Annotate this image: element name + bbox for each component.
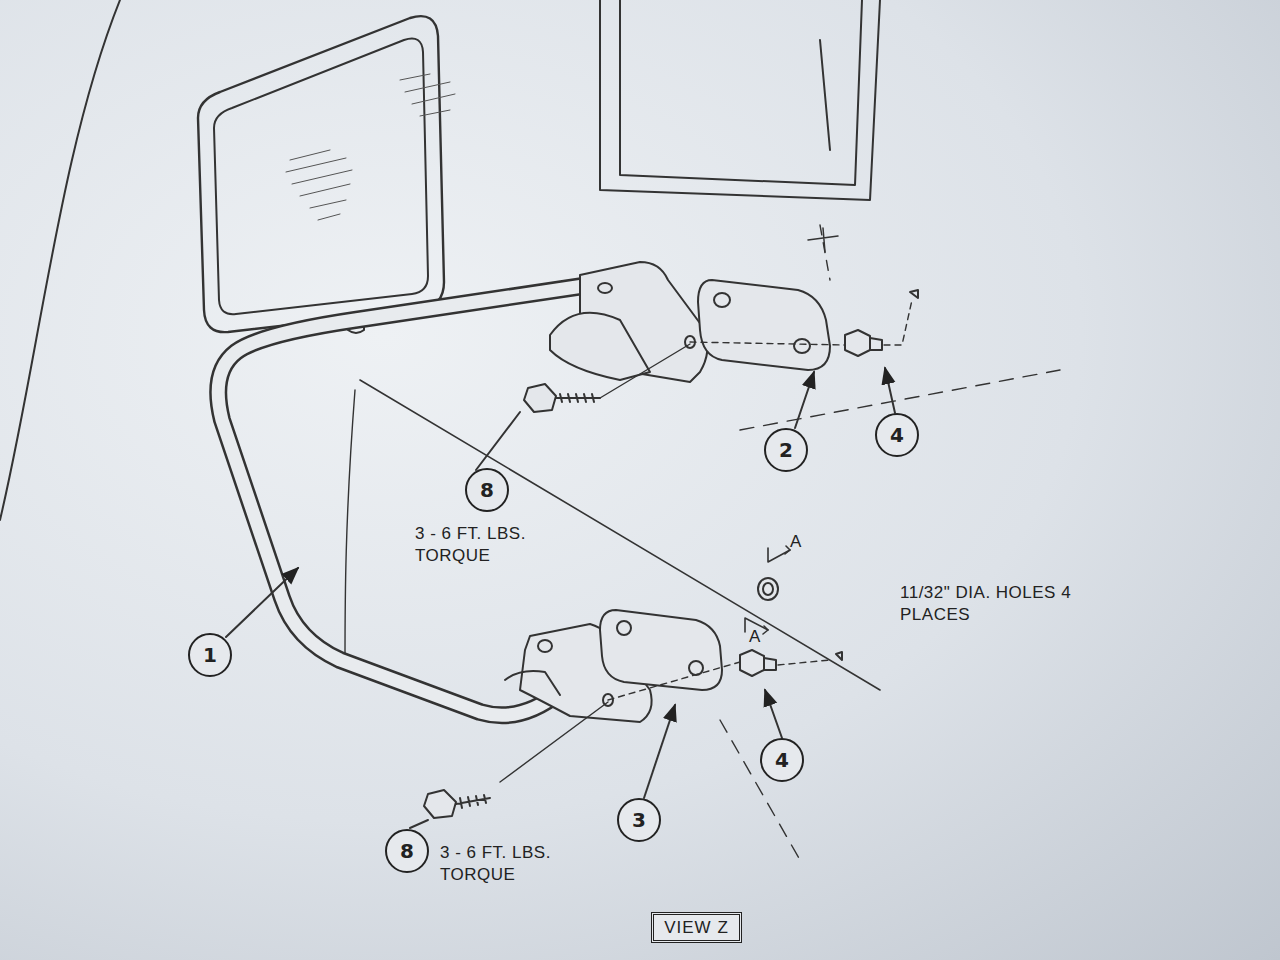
callout-circle: 8 — [465, 468, 509, 512]
callout-number: 2 — [779, 440, 793, 460]
spec-note: 3 - 6 FT. LBS. TORQUE — [440, 842, 570, 886]
callout-circle: 2 — [764, 428, 808, 472]
spec-note: 3 - 6 FT. LBS. TORQUE — [415, 523, 545, 567]
section-mark: A — [749, 626, 761, 648]
callout-circle: 3 — [617, 798, 661, 842]
section-mark: A — [790, 531, 802, 553]
spec-note: 11/32" DIA. HOLES 4 PLACES — [900, 582, 1140, 626]
view-label-box: VIEW Z — [651, 912, 742, 943]
callout-number: 4 — [890, 425, 904, 445]
callout-circle: 8 — [385, 829, 429, 873]
callout-number: 1 — [203, 645, 217, 665]
callout-number: 8 — [480, 480, 494, 500]
callout-circle: 4 — [760, 738, 804, 782]
view-label: VIEW Z — [664, 919, 729, 936]
callout-number: 4 — [775, 750, 789, 770]
callout-number: 8 — [400, 841, 414, 861]
callout-circle: 1 — [188, 633, 232, 677]
callout-number: 3 — [632, 810, 646, 830]
callout-circle: 4 — [875, 413, 919, 457]
